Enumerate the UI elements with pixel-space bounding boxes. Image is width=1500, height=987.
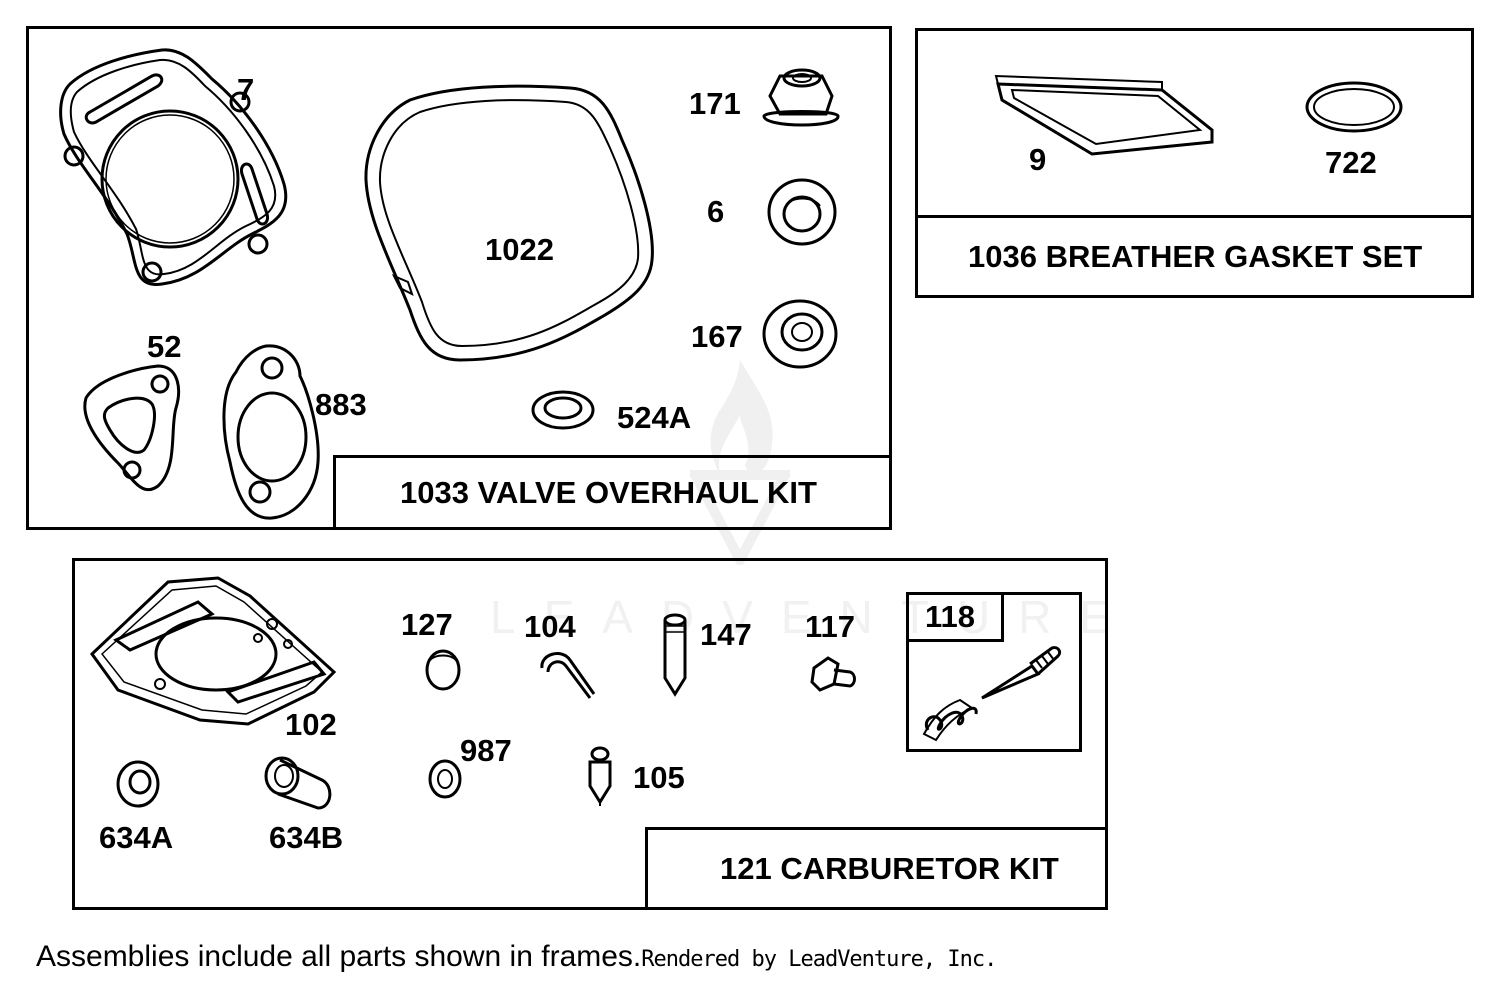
rendered-by-credit: Rendered by LeadVenture, Inc. <box>641 947 997 972</box>
callout-634b: 634B <box>269 820 344 855</box>
bushing-icon <box>114 758 162 810</box>
float-needle-icon <box>586 744 614 806</box>
watermark-text: LEADVENTURE <box>490 591 1138 643</box>
welch-plug-icon <box>422 648 464 692</box>
callout-127: 127 <box>401 607 453 642</box>
nut-icon <box>762 66 842 136</box>
callout-6: 6 <box>707 194 725 229</box>
callout-102: 102 <box>285 707 337 742</box>
spring-icon <box>920 690 980 742</box>
breather-gasket-set-label: 1036 BREATHER GASKET SET <box>915 215 1474 298</box>
washer-icon <box>426 758 464 800</box>
callout-147: 147 <box>700 617 752 652</box>
carburetor-gasket-icon <box>88 574 338 734</box>
breather-gasket-icon <box>992 72 1222 162</box>
valve-seal-icon <box>762 298 840 370</box>
ring-seal-icon <box>530 388 596 432</box>
callout-117: 117 <box>805 609 856 644</box>
callout-9: 9 <box>1029 142 1047 177</box>
intake-gasket-icon <box>216 342 328 522</box>
footer-note: Assemblies include all parts shown in fr… <box>36 940 997 974</box>
head-gasket-icon <box>52 44 297 294</box>
carburetor-kit-label: 121 CARBURETOR KIT <box>645 827 1108 910</box>
callout-52: 52 <box>147 329 182 364</box>
subkit-118-label: 118 <box>906 592 1004 642</box>
callout-883: 883 <box>315 387 367 422</box>
callout-1022: 1022 <box>485 232 554 267</box>
valve-cover-gasket-icon <box>360 80 660 370</box>
exhaust-gasket-icon <box>78 358 188 498</box>
tube-icon <box>660 612 690 698</box>
callout-171: 171 <box>689 86 741 121</box>
callout-167: 167 <box>691 319 743 354</box>
sleeve-icon <box>262 754 338 814</box>
callout-987: 987 <box>460 733 512 768</box>
pin-icon <box>536 644 598 700</box>
callout-634a: 634A <box>99 820 174 855</box>
callout-524a: 524A <box>617 400 692 435</box>
o-ring-icon <box>1304 80 1404 134</box>
callout-7: 7 <box>237 72 255 107</box>
needle-icon <box>978 642 1062 702</box>
watermark-flame-icon <box>686 355 794 571</box>
carburetor-kit-frame <box>72 558 1108 910</box>
assemblies-note: Assemblies include all parts shown in fr… <box>36 940 642 973</box>
callout-104: 104 <box>524 609 576 644</box>
screw-icon <box>810 654 856 694</box>
callout-722: 722 <box>1325 145 1377 180</box>
valve-overhaul-kit-label: 1033 VALVE OVERHAUL KIT <box>333 455 892 530</box>
callout-105: 105 <box>633 760 685 795</box>
seal-icon <box>766 176 838 248</box>
